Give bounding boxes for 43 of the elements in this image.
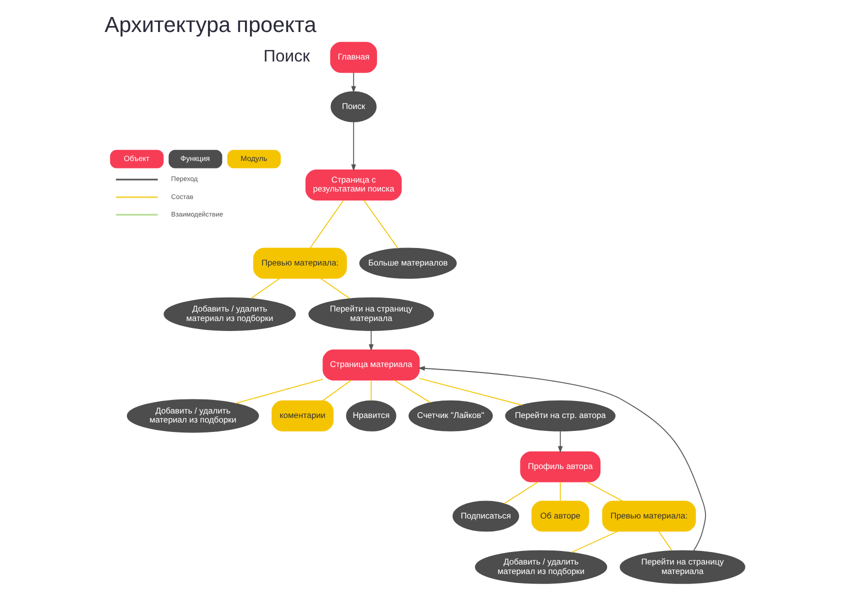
- label: Поиск: [262, 46, 310, 66]
- node-box: Страница материала: [322, 350, 420, 381]
- connector: [418, 378, 522, 406]
- arrow: [557, 430, 562, 453]
- connector: [250, 278, 280, 299]
- node-box: Об авторе: [530, 500, 589, 532]
- node-box: коментарии: [271, 400, 334, 432]
- node-box: Превью материала:: [602, 500, 696, 532]
- connector: [322, 380, 352, 402]
- node-ellipse: Подписаться: [452, 500, 519, 532]
- diagram-title: Архитектура проекта: [104, 12, 316, 38]
- node-ellipse: Добавить / удалить материал из подборки: [126, 399, 259, 433]
- legend-label: Модуль: [240, 154, 267, 163]
- connector: [658, 530, 672, 551]
- node-ellipse: Добавить / удалить материал из подборки: [163, 297, 296, 331]
- node-ellipse: Нравится: [346, 400, 396, 432]
- arrow: [368, 330, 374, 352]
- node-box: Страница с результатами поиска: [304, 170, 402, 200]
- connector: [570, 530, 618, 553]
- node-ellipse: Добавить / удалить материал из подборки: [474, 550, 607, 584]
- node-box: Главная: [330, 42, 377, 73]
- node-box: Профиль автора: [520, 451, 600, 482]
- node-ellipse: Больше материалов: [358, 248, 456, 279]
- legend-label: Объект: [123, 154, 149, 163]
- connector: [362, 200, 398, 249]
- connector: [559, 482, 560, 502]
- connector: [503, 482, 538, 504]
- connector: [234, 378, 323, 404]
- arrow: [350, 122, 356, 172]
- node-ellipse: Перейти на страницу материала: [308, 297, 434, 331]
- connector: [370, 380, 372, 402]
- legend-label: Функция: [180, 154, 210, 163]
- arrow: [350, 72, 356, 94]
- connector: [393, 380, 430, 404]
- arrow: [418, 366, 706, 552]
- node-ellipse: Перейти на страницу материала: [619, 550, 745, 584]
- connector: [320, 278, 350, 299]
- node-box: Превью материала:: [252, 248, 346, 279]
- node-ellipse: Поиск: [330, 91, 376, 122]
- connector: [309, 200, 344, 249]
- node-ellipse: Перейти на стр. автора: [504, 400, 616, 432]
- connector: [586, 482, 622, 502]
- node-ellipse: Счетчик "Лайков": [408, 400, 492, 432]
